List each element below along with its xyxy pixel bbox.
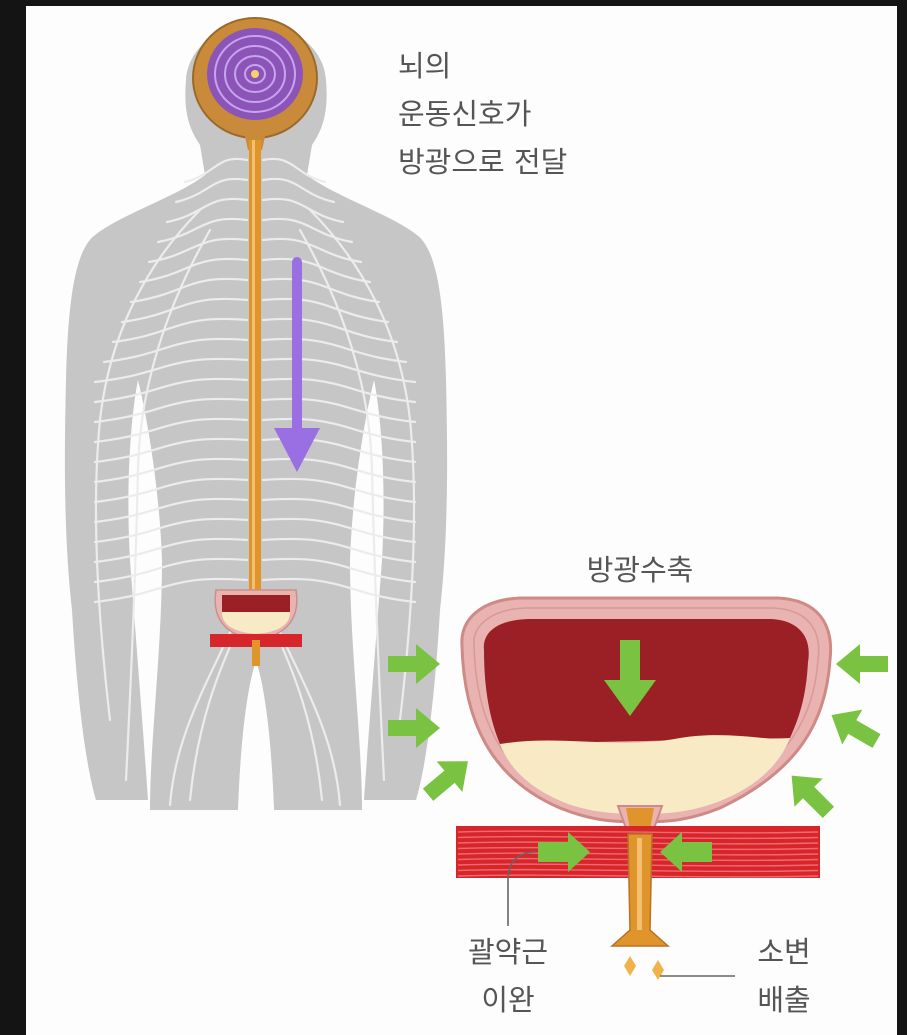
sphincter-label-line: 이완: [481, 983, 534, 1017]
sphincter-label-line: 괄약근: [468, 935, 548, 969]
signal-label-line: 방광으로 전달: [398, 145, 567, 179]
spinal-cord-highlight: [252, 140, 255, 600]
urination-label-line: 소변: [757, 935, 810, 969]
urethra-highlight: [637, 838, 642, 930]
body-bladder-inner: [222, 595, 290, 612]
signal-label-line: 운동신호가: [398, 97, 531, 131]
urination-label-line: 배출: [757, 983, 810, 1017]
contraction-label: 방광수축: [587, 553, 694, 587]
spinal-cord: [249, 140, 261, 600]
signal-label-line: 뇌의: [398, 49, 451, 83]
brain-core: [251, 70, 259, 78]
body-urethra: [252, 640, 260, 666]
